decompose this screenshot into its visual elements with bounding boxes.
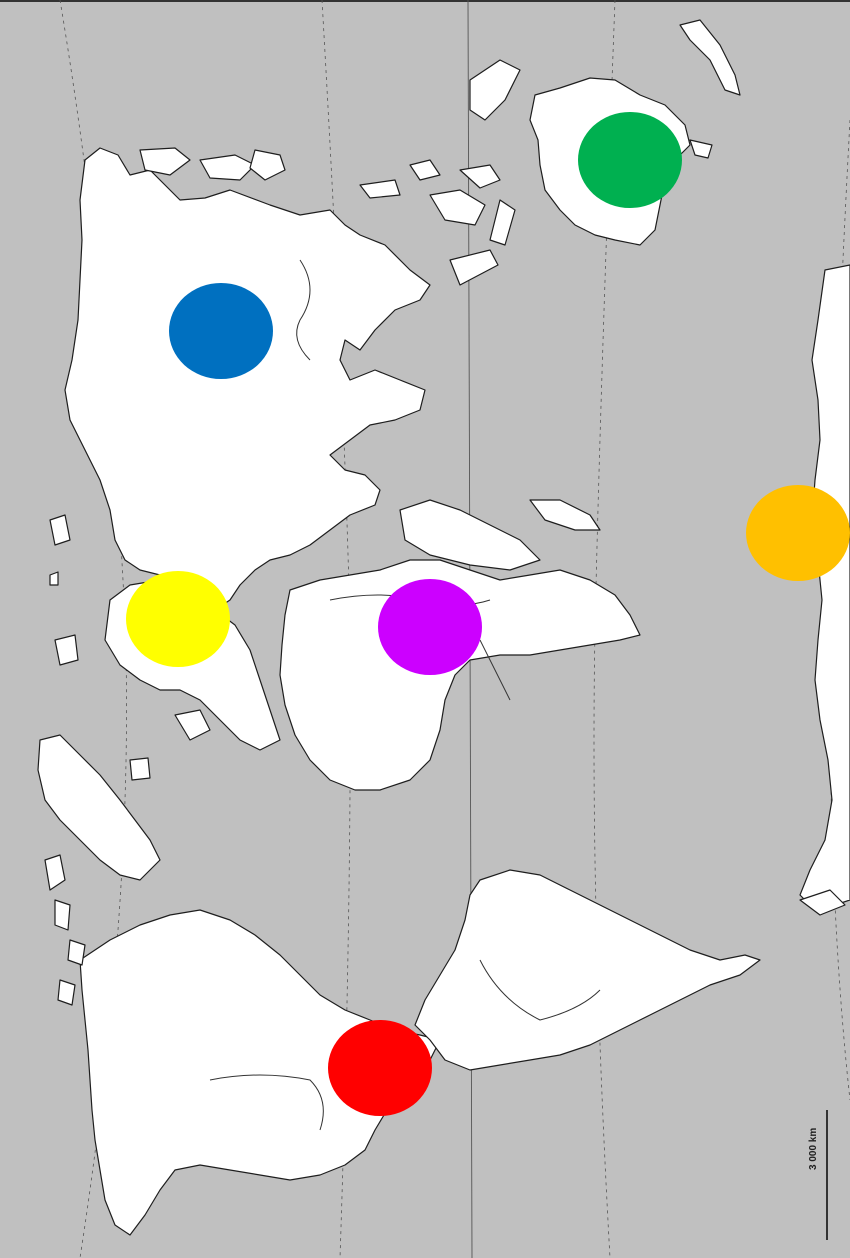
island (359, 179, 401, 199)
marker-yellow[interactable] (126, 571, 230, 667)
island (459, 164, 501, 189)
island (249, 149, 286, 181)
landmass-central (279, 559, 641, 791)
landmass-peninsula (399, 499, 541, 571)
marker-blue[interactable] (169, 283, 273, 379)
island (199, 154, 256, 181)
island (174, 709, 211, 741)
island (67, 939, 86, 966)
marker-group (126, 112, 850, 1116)
island (469, 59, 521, 121)
marker-orange[interactable] (746, 485, 850, 581)
island (409, 159, 441, 181)
river (479, 959, 601, 1021)
marker-purple[interactable] (378, 579, 482, 675)
landmass-north-america (64, 147, 431, 611)
island (799, 889, 846, 916)
landmass-southwest (37, 734, 161, 881)
scale-label: 3 000 km (808, 1127, 819, 1170)
island (54, 634, 79, 666)
island (49, 514, 71, 546)
island (129, 757, 151, 781)
river (296, 259, 311, 361)
landmass-europe (799, 264, 850, 911)
island (49, 571, 59, 586)
island (689, 139, 713, 159)
island (44, 854, 66, 891)
river (479, 639, 511, 701)
landmass-africa (414, 869, 761, 1071)
island (489, 199, 516, 246)
river (209, 1074, 324, 1131)
island (429, 189, 486, 226)
island (529, 499, 601, 531)
island (139, 147, 191, 176)
island (57, 979, 76, 1006)
landmass-south-america (79, 909, 441, 1236)
island (54, 899, 71, 931)
island (449, 249, 499, 286)
marker-green[interactable] (578, 112, 682, 208)
island (679, 19, 741, 96)
marker-red[interactable] (328, 1020, 432, 1116)
